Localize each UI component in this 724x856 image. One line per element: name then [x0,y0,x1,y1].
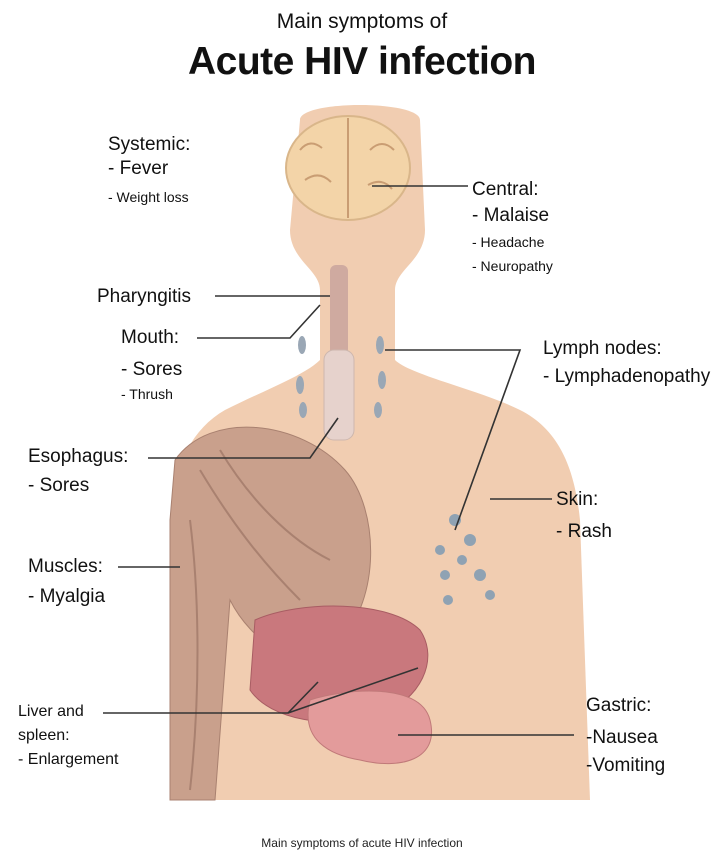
liver-item-1: - Enlargement [18,748,119,772]
label-pharyngitis: Pharyngitis [97,285,191,309]
label-esophagus: Esophagus: - Sores [28,445,128,498]
central-item-1: - Malaise [472,204,553,228]
figure-caption: Main symptoms of acute HIV infection [0,836,724,850]
muscles-heading: Muscles: [28,555,105,579]
label-liver-spleen: Liver and spleen: - Enlargement [18,700,119,772]
muscles-item-1: - Myalgia [28,585,105,609]
skin-item-1: - Rash [556,520,612,544]
pharyngitis-heading: Pharyngitis [97,285,191,309]
systemic-item-2: - Weight loss [108,185,190,209]
brain-icon [286,116,410,220]
label-systemic: Systemic: - Fever - Weight loss [108,133,190,209]
liver-heading-2: spleen: [18,724,119,748]
label-gastric: Gastric: -Nausea -Vomiting [586,694,665,778]
gastric-item-2: -Vomiting [586,754,665,778]
label-mouth: Mouth: - Sores - Thrush [121,326,182,406]
mouth-leader [197,305,320,338]
esophagus-item-1: - Sores [28,474,128,498]
systemic-item-1: - Fever [108,157,190,181]
central-item-3: - Neuropathy [472,254,553,278]
skin-heading: Skin: [556,488,612,512]
esophagus-heading: Esophagus: [28,445,128,469]
gastric-item-1: -Nausea [586,726,665,750]
mouth-heading: Mouth: [121,326,182,350]
central-heading: Central: [472,178,553,202]
central-item-2: - Headache [472,230,553,254]
label-central: Central: - Malaise - Headache - Neuropat… [472,178,553,278]
systemic-heading: Systemic: [108,133,190,157]
mouth-item-1: - Sores [121,358,182,382]
label-skin: Skin: - Rash [556,488,612,544]
label-muscles: Muscles: - Myalgia [28,555,105,609]
label-lymph-nodes: Lymph nodes: - Lymphadenopathy [543,337,710,389]
mouth-item-2: - Thrush [121,382,182,406]
lymph-heading: Lymph nodes: [543,337,710,361]
gastric-heading: Gastric: [586,694,665,718]
liver-heading: Liver and [18,700,119,724]
lymph-item-1: - Lymphadenopathy [543,365,710,389]
